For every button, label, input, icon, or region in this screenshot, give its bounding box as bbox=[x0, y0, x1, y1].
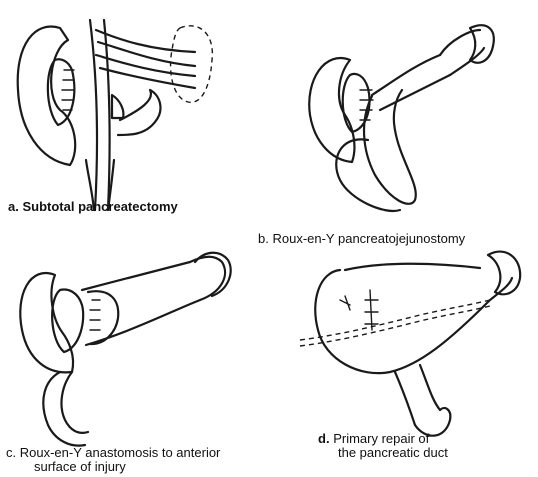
caption-b-letter: b. bbox=[258, 231, 269, 246]
caption-c: c. Roux-en-Y anastomosis to anterior sur… bbox=[6, 446, 220, 474]
panel-c-illustration bbox=[20, 253, 230, 446]
caption-a-letter: a. bbox=[8, 199, 19, 214]
caption-c-line2: surface of injury bbox=[6, 460, 220, 474]
caption-d: d. Primary repair of the pancreatic duct bbox=[318, 432, 448, 460]
caption-a-text: Subtotal pancreatectomy bbox=[22, 199, 177, 214]
panel-a-illustration bbox=[18, 20, 213, 210]
panel-b-illustration bbox=[309, 25, 494, 211]
caption-d-line1: Primary repair of bbox=[333, 431, 429, 446]
caption-b: b. Roux-en-Y pancreatojejunostomy bbox=[258, 232, 465, 246]
caption-b-text: Roux-en-Y pancreatojejunostomy bbox=[272, 231, 465, 246]
panel-d-illustration bbox=[300, 252, 520, 436]
caption-c-letter: c. bbox=[6, 445, 16, 460]
caption-d-letter: d. bbox=[318, 431, 330, 446]
caption-a: a. Subtotal pancreatectomy bbox=[8, 200, 178, 214]
caption-d-line2: the pancreatic duct bbox=[318, 446, 448, 460]
caption-c-line1: Roux-en-Y anastomosis to anterior bbox=[20, 445, 221, 460]
